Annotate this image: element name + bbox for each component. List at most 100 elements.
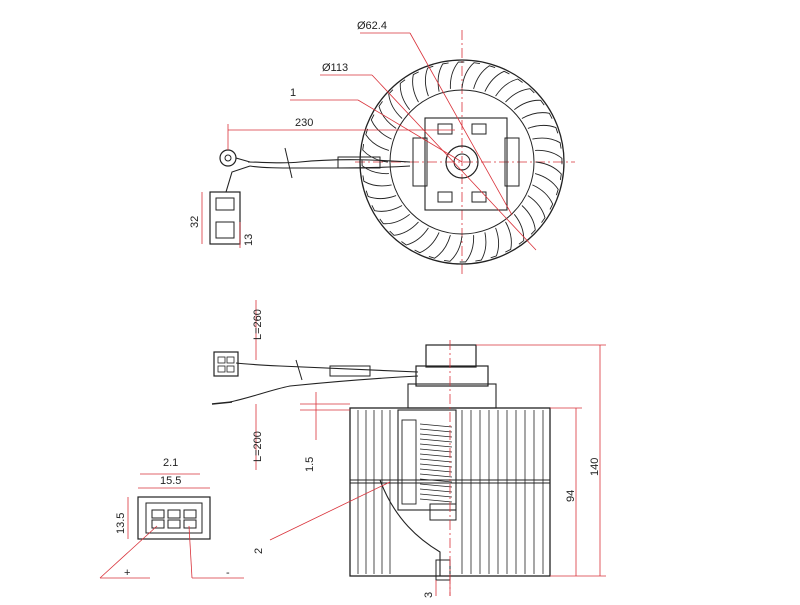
fan-blade (521, 112, 553, 119)
side-connector-pin-3 (217, 365, 226, 373)
connector-cavity (215, 221, 235, 239)
motor-cap (425, 344, 477, 368)
motor-stator (397, 409, 457, 511)
connector-pin-cavity-4 (151, 519, 165, 529)
side-connector (213, 351, 239, 377)
fan-blade (412, 71, 419, 103)
rotor-winding (419, 443, 453, 448)
connector-face-inner (145, 502, 203, 534)
dim-connector-face-height: 13.5 (115, 513, 127, 534)
dim-cable-length-upper: L=260 (252, 309, 264, 340)
fan-blade (449, 61, 465, 89)
brush-holder-2 (471, 123, 487, 135)
dim-offset-label: 1.5 (304, 457, 316, 472)
fan-blade (521, 205, 536, 235)
top-dimensions (201, 32, 537, 251)
fan-blade (444, 235, 463, 262)
cable-lower (249, 165, 411, 169)
fan-blade (437, 62, 449, 92)
fan-blade (473, 65, 496, 90)
rotor-winding (419, 448, 453, 453)
fan-blade (424, 65, 434, 97)
dim-connector-height: 32 (189, 216, 201, 228)
terminal-plus: + (124, 567, 130, 579)
connector-pin-cavity-3 (183, 509, 197, 519)
ring-terminal-hole (224, 154, 232, 162)
terminal-minus: - (226, 567, 230, 579)
rotor-winding (419, 453, 453, 458)
side-cable-lower (229, 375, 419, 403)
fan-inner-rim (389, 89, 535, 235)
fan-blade (535, 149, 563, 165)
connector-pin-cavity-1 (151, 509, 165, 519)
connector-pin-cavity-5 (167, 519, 181, 529)
connector-pin-cavity-6 (183, 519, 197, 529)
fan-blade (532, 137, 562, 149)
side-view: L=260 L=200 1.5 140 94 2 3 (211, 300, 606, 598)
rotor-winding (419, 483, 453, 488)
motor-right-tab (504, 137, 520, 187)
dim-1-leader (357, 99, 463, 163)
dim-113-leader (371, 74, 537, 251)
fan-blade (428, 234, 451, 259)
cable-tie (284, 147, 293, 179)
rotor-winding (419, 473, 453, 478)
fan-blade (379, 213, 410, 225)
callout-1: 1 (290, 87, 296, 99)
fan-blade (505, 221, 512, 253)
fan-blade (371, 205, 403, 212)
cable-upper (247, 159, 411, 164)
ring-lead (235, 157, 251, 163)
dim-230-label: 230 (295, 117, 313, 129)
fan-blade (361, 159, 389, 175)
side-cable-tie (295, 359, 303, 381)
fan-blade (388, 89, 403, 119)
side-cable-upper (235, 362, 419, 373)
fan-blade (389, 221, 419, 236)
rotor-winding (419, 493, 453, 498)
connector-dimensions (99, 473, 244, 579)
rotor-winding (419, 428, 453, 433)
fan-blade (535, 161, 562, 180)
dim-connector-width: 13 (243, 234, 255, 246)
plus-leader (99, 525, 158, 579)
rotor-winding (419, 423, 453, 428)
brush-holder-3 (437, 191, 453, 203)
motor-bearing (429, 503, 457, 521)
connector-face-view: 2.1 15.5 13.5 + - (99, 457, 244, 579)
fan-blade (513, 214, 525, 245)
side-lead-end (211, 401, 233, 405)
connector-lead (225, 165, 251, 193)
callout-2-leader (269, 481, 391, 541)
cable-sleeve (337, 156, 381, 169)
connector-pin-cavity-2 (167, 509, 181, 519)
fan-blade (365, 128, 390, 151)
dim-cable-length-lower: L=200 (252, 431, 264, 462)
fan-blade (505, 88, 535, 103)
motor-flange (415, 365, 489, 387)
brush-holder-4 (471, 191, 487, 203)
rotor-winding (419, 433, 453, 438)
side-connector-pin-2 (226, 356, 235, 364)
rotor-winding (419, 498, 453, 503)
fan-blade (362, 175, 392, 187)
fan-blade (527, 195, 546, 223)
fan-blade (484, 70, 510, 92)
motor-hub (445, 145, 479, 179)
fan-blade (378, 101, 397, 129)
ring-terminal (219, 149, 237, 167)
motor-left-tab (412, 137, 428, 187)
brush-holder-1 (437, 123, 453, 135)
minus-leader (188, 525, 193, 579)
connector-face-outline (137, 496, 211, 540)
wheel-vanes (357, 410, 544, 574)
fan-blade (459, 235, 475, 263)
callout-3: 3 (423, 592, 435, 598)
side-dimensions (255, 300, 606, 596)
rotor-winding (419, 488, 453, 493)
dim-connector-face-width: 15.5 (160, 475, 181, 487)
fan-blade (475, 232, 487, 262)
motor-housing (424, 117, 508, 211)
